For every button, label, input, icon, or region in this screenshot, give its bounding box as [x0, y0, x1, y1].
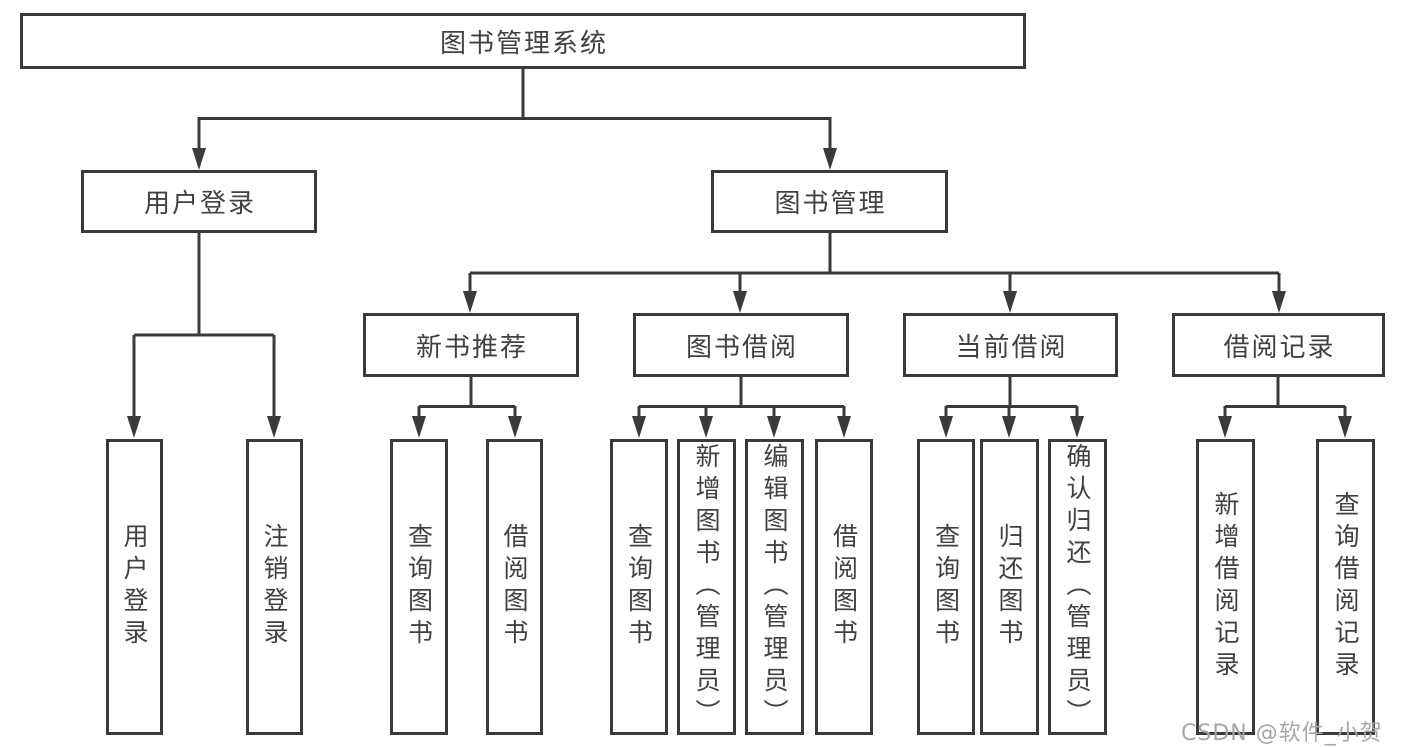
node-label: 查询图书 [624, 523, 654, 651]
leaf-return-book: 归还图书 [980, 439, 1039, 735]
node-label: 借阅图书 [829, 523, 859, 651]
node-label: 用户登录 [143, 189, 256, 219]
node-label: 借阅图书 [500, 523, 529, 651]
leaf-edit-book-admin: 编辑图书（管理员） [745, 439, 804, 735]
node-label: 借阅记录 [1223, 332, 1336, 363]
node-current-borrowing: 当前借阅 [903, 313, 1118, 377]
leaf-confirm-return-admin: 确认归还（管理员） [1048, 439, 1107, 735]
node-label: 图书管理系统 [439, 28, 608, 59]
leaf-user-login: 用户登录 [106, 439, 163, 735]
leaf-query-books-borrow: 查询图书 [610, 439, 668, 735]
node-label: 图书借阅 [685, 332, 798, 363]
node-label: 用户登录 [120, 523, 149, 651]
node-label: 图书管理 [774, 189, 887, 219]
leaf-logout: 注销登录 [246, 439, 303, 735]
node-label: 确认归还（管理员） [1063, 443, 1092, 731]
node-label: 注销登录 [260, 523, 289, 651]
leaf-query-borrow-record: 查询借阅记录 [1316, 439, 1375, 735]
node-label: 新增借阅记录 [1211, 491, 1240, 683]
node-book-management: 图书管理 [711, 170, 948, 233]
node-label: 查询图书 [931, 523, 961, 651]
node-label: 查询借阅记录 [1331, 491, 1360, 683]
node-label: 当前借阅 [955, 332, 1068, 363]
leaf-query-books-current: 查询图书 [917, 439, 975, 735]
node-borrowing-records: 借阅记录 [1172, 313, 1385, 377]
node-new-book-recommend: 新书推荐 [363, 313, 579, 377]
node-label: 归还图书 [995, 523, 1024, 651]
node-label: 查询图书 [404, 523, 434, 651]
node-book-borrowing: 图书借阅 [633, 313, 849, 377]
leaf-borrow-books: 借阅图书 [815, 439, 873, 735]
node-label: 新书推荐 [415, 332, 528, 363]
leaf-add-book-admin: 新增图书（管理员） [677, 439, 736, 735]
node-label: 新增图书（管理员） [692, 443, 721, 731]
leaf-add-borrow-record: 新增借阅记录 [1196, 439, 1255, 735]
leaf-query-books-recommend: 查询图书 [390, 439, 448, 735]
node-user-login: 用户登录 [81, 170, 317, 233]
csdn-watermark: CSDN @软件_小贺同学 [1181, 721, 1383, 746]
node-root-library-system: 图书管理系统 [20, 13, 1026, 69]
node-label: 编辑图书（管理员） [760, 443, 789, 731]
leaf-borrow-books-recommend: 借阅图书 [486, 439, 543, 735]
